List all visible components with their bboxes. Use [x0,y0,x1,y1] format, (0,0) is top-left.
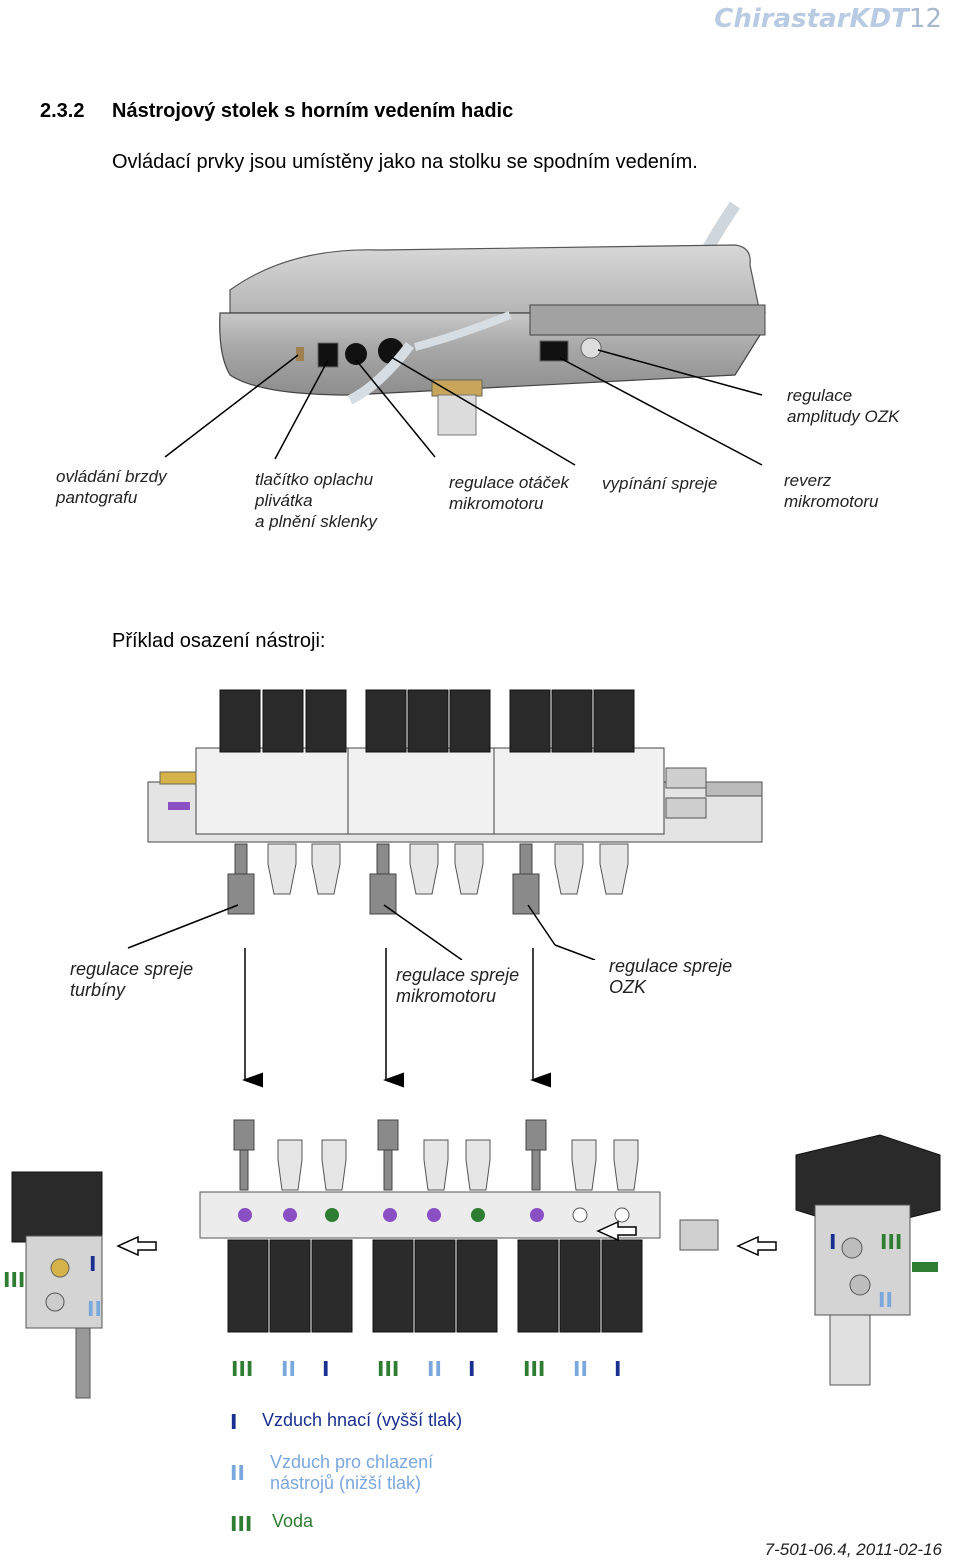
mark-right-air-drive: I [829,1230,837,1254]
label-reverse: reverz mikromotoru [784,471,879,511]
label-brake: ovládání brzdy pantografu [56,467,167,507]
port-mark: III [377,1357,400,1381]
rinse-button [317,342,339,368]
amplitude-knob [580,337,602,359]
label-rinse: tlačítko oplachu plivátka a plnění sklen… [255,470,377,531]
label-ozk-spray: regulace spreje OZK [609,956,733,997]
logo-number: 12 [908,4,942,34]
reverse-switch [539,340,569,362]
document-id: 7-501-06.4, 2011-02-16 [764,1540,942,1559]
port-mark: II [573,1357,588,1381]
tray-illustration [164,201,766,466]
legend-mark-air-drive: I [230,1410,238,1434]
manifold-front-illustration [11,948,941,1399]
tray-top [229,244,761,314]
legend-mark-water: III [230,1512,253,1536]
mark-right-water: III [880,1230,903,1254]
port-mark: I [322,1357,330,1381]
port-mark: III [231,1357,254,1381]
section-heading: 2.3.2 Nástrojový stolek s horním vedením … [40,100,513,123]
solenoid-coils [219,689,635,753]
speed-knob [345,343,367,365]
port-mark: III [523,1357,546,1381]
mark-left-air-drive: I [89,1252,97,1276]
logo-text: ChirastarKDT [714,4,909,34]
section-title: Nástrojový stolek s horním vedením hadic [112,100,514,122]
figure2-title: Příklad osazení nástroji: [112,630,326,652]
section-number: 2.3.2 [40,100,85,122]
front-coils [227,1239,643,1333]
brake-control [296,347,304,361]
valve-cup [437,394,477,436]
valve-fitting [431,379,483,397]
port-mark: II [427,1357,442,1381]
label-spray-off: vypínání spreje [602,474,718,493]
legend: I Vzduch hnací (vyšší tlak) II Vzduch pr… [0,1405,960,1545]
mark-left-water: III [3,1268,26,1292]
label-turbine-spray: regulace spreje turbíny [70,959,194,1000]
port-mark: I [468,1357,476,1381]
legend-mark-air-cooling: II [230,1461,245,1485]
tray-rail [529,304,766,336]
manifold-top-illustration [127,689,763,960]
intro-paragraph: Ovládací prvky jsou umístěny jako na sto… [112,151,698,173]
label-amplitude: regulace amplitudy OZK [787,386,900,426]
company-logo: ChirastarKDT12 [714,4,942,34]
legend-text-air-drive: Vzduch hnací (vyšší tlak) [262,1410,463,1430]
port-mark: II [281,1357,296,1381]
port-mark: I [614,1357,622,1381]
mark-right-air-cooling: II [878,1288,893,1312]
label-speed: regulace otáček mikromotoru [449,473,570,513]
legend-text-water: Voda [272,1511,314,1531]
label-micromotor-spray: regulace spreje mikromotoru [396,965,520,1006]
legend-text-air-cooling: Vzduch pro chlazení nástrojů (nižší tlak… [270,1452,434,1493]
mark-left-air-cooling: II [87,1297,102,1321]
